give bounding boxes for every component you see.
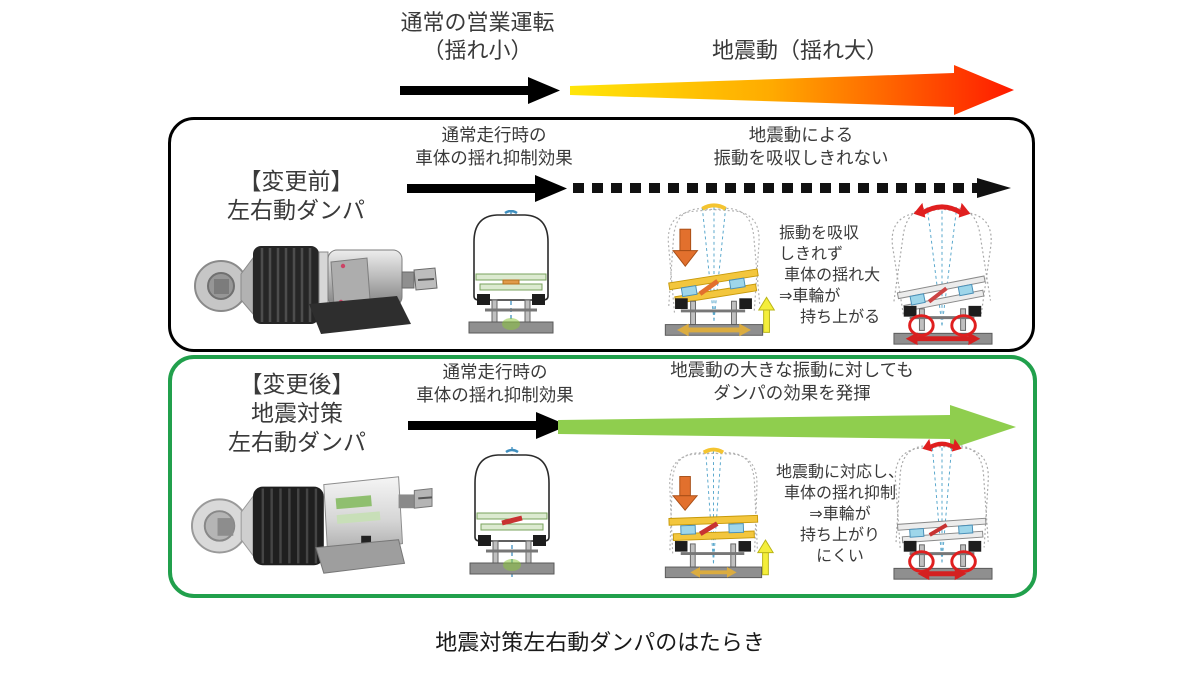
before-title-line1: 【変更前】 bbox=[238, 169, 354, 195]
after-title-line1: 【変更後】 bbox=[239, 372, 355, 398]
before-normal-arrow-icon bbox=[407, 175, 567, 202]
train-sway-after bbox=[893, 438, 993, 581]
before-normal-arrow-label-line1: 通常走行時の bbox=[441, 126, 547, 146]
train-quake-after bbox=[664, 447, 775, 579]
train-sway-before bbox=[891, 202, 993, 346]
after-title-line2: 地震対策 bbox=[251, 401, 343, 427]
after-quake-arrow-label-line1: 地震動の大きな振動に対しても bbox=[670, 361, 914, 381]
after-green-arrow-icon bbox=[558, 405, 1016, 449]
normal-operation-label-line1: 通常の営業運転 bbox=[400, 11, 555, 36]
after-normal-arrow-label-line2: 車体の揺れ抑制効果 bbox=[416, 386, 574, 406]
normal-operation-label-line2: （揺れ小） bbox=[422, 39, 533, 64]
quake-gradient-arrow-icon bbox=[570, 65, 1014, 115]
quake-label: 地震動（揺れ大） bbox=[711, 39, 888, 64]
after-normal-arrow-label: 通常走行時の 車体の揺れ抑制効果 bbox=[400, 362, 590, 408]
damper-photo-before bbox=[194, 246, 438, 334]
before-note: 振動を吸収 しきれず 車体の揺れ大 ⇒車輪が 持ち上がる bbox=[779, 223, 881, 326]
train-normal-before bbox=[468, 210, 554, 334]
before-quake-arrow-label: 地震動による 振動を吸収しきれない bbox=[701, 125, 901, 171]
diagram-caption: 地震対策左右動ダンパのはたらき bbox=[435, 631, 765, 656]
after-quake-arrow-label: 地震動の大きな振動に対しても ダンパの効果を発揮 bbox=[612, 360, 972, 406]
normal-run-arrow-icon bbox=[400, 77, 560, 104]
after-normal-arrow-label-line1: 通常走行時の bbox=[442, 363, 548, 383]
before-normal-arrow-label: 通常走行時の 車体の揺れ抑制効果 bbox=[399, 125, 589, 171]
after-normal-arrow-icon bbox=[408, 412, 568, 439]
before-normal-arrow-label-line2: 車体の揺れ抑制効果 bbox=[415, 149, 573, 169]
before-quake-arrow-label-line1: 地震動による bbox=[748, 126, 854, 146]
before-title: 【変更前】 左右動ダンパ bbox=[181, 168, 411, 226]
after-title: 【変更後】 地震対策 左右動ダンパ bbox=[182, 371, 412, 458]
train-quake-before bbox=[664, 203, 776, 337]
after-title-line3: 左右動ダンパ bbox=[228, 430, 366, 456]
train-normal-after bbox=[469, 447, 555, 577]
after-quake-arrow-label-line2: ダンパの効果を発揮 bbox=[713, 384, 871, 404]
before-title-line2: 左右動ダンパ bbox=[227, 198, 365, 224]
before-dashed-arrow-icon bbox=[573, 178, 1011, 198]
before-change-panel: 【変更前】 左右動ダンパ 通常走行時の 車体の揺れ抑制効果 地震動による 振動を… bbox=[168, 117, 1035, 352]
normal-operation-label: 通常の営業運転 （揺れ小） bbox=[360, 10, 595, 66]
before-quake-arrow-label-line2: 振動を吸収しきれない bbox=[713, 149, 889, 169]
after-note: 地震動に対応し、 車体の揺れ抑制 ⇒車輪が 持ち上がり にくい bbox=[775, 462, 904, 565]
after-change-panel: 【変更後】 地震対策 左右動ダンパ 通常走行時の 車体の揺れ抑制効果 地震動の大… bbox=[168, 355, 1037, 598]
damper-photo-after bbox=[190, 476, 433, 574]
